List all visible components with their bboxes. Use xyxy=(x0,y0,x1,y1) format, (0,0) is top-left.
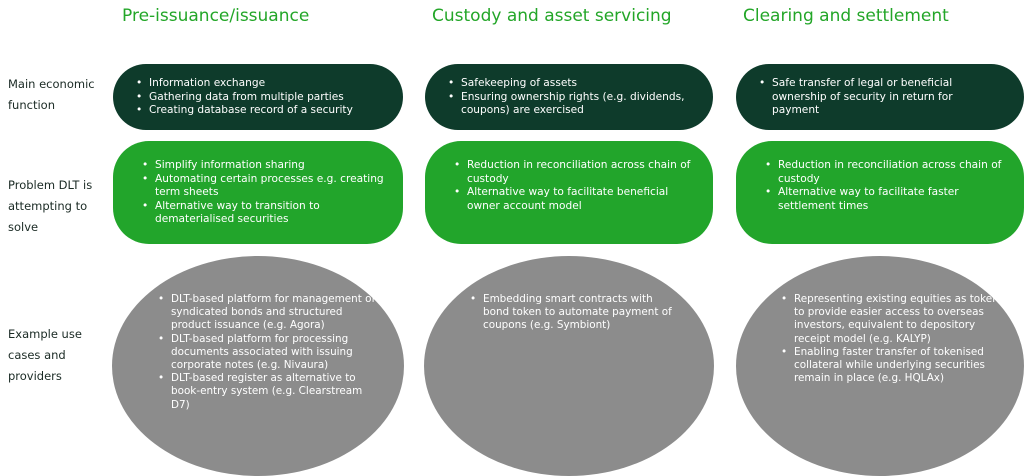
list-item: Reduction in reconciliation across chain… xyxy=(763,159,1010,186)
list-item: DLT-based platform for management of syn… xyxy=(156,293,376,333)
list-item: DLT-based register as alternative to boo… xyxy=(156,372,376,412)
list-item: Alternative way to facilitate beneficial… xyxy=(452,186,695,213)
list-item: Safe transfer of legal or beneficial own… xyxy=(757,77,998,118)
list-item: Enabling faster transfer of tokenised co… xyxy=(779,346,1005,386)
list-item: Embedding smart contracts with bond toke… xyxy=(468,293,680,333)
list-item: Creating database record of a security xyxy=(134,104,383,118)
list-item: Alternative way to facilitate faster set… xyxy=(763,186,1010,213)
row-label-examples: Example use cases and providers xyxy=(8,327,82,383)
list-item: Representing existing equities as tokens… xyxy=(779,293,1005,346)
row-label-problem: Problem DLT is attempting to solve xyxy=(8,178,93,234)
list-item: Alternative way to transition to demater… xyxy=(140,200,385,227)
list-item: Reduction in reconciliation across chain… xyxy=(452,159,695,186)
list-item: Safekeeping of assets xyxy=(446,77,693,91)
problem-box-custody: Reduction in reconciliation across chain… xyxy=(425,141,713,244)
row-label-economic-function: Main economic function xyxy=(8,77,95,112)
list-item: Automating certain processes e.g. creati… xyxy=(140,173,385,200)
list-item: Gathering data from multiple parties xyxy=(134,91,383,105)
economic-box-custody: Safekeeping of assets Ensuring ownership… xyxy=(425,64,713,130)
problem-box-pre-issuance: Simplify information sharing Automating … xyxy=(113,141,403,244)
list-item: DLT-based platform for processing docume… xyxy=(156,333,376,373)
use-case-oval-custody: Embedding smart contracts with bond toke… xyxy=(424,256,714,476)
problem-box-clearing: Reduction in reconciliation across chain… xyxy=(736,141,1024,244)
column-header-custody: Custody and asset servicing xyxy=(432,6,672,26)
list-item: Simplify information sharing xyxy=(140,159,385,173)
use-case-oval-clearing: Representing existing equities as tokens… xyxy=(736,256,1024,476)
column-header-pre-issuance: Pre-issuance/issuance xyxy=(122,6,310,26)
list-item: Information exchange xyxy=(134,77,383,91)
column-header-clearing: Clearing and settlement xyxy=(743,6,949,26)
economic-box-pre-issuance: Information exchange Gathering data from… xyxy=(113,64,403,130)
economic-box-clearing: Safe transfer of legal or beneficial own… xyxy=(736,64,1024,130)
use-case-oval-pre-issuance: DLT-based platform for management of syn… xyxy=(112,256,404,476)
list-item: Ensuring ownership rights (e.g. dividend… xyxy=(446,91,693,118)
